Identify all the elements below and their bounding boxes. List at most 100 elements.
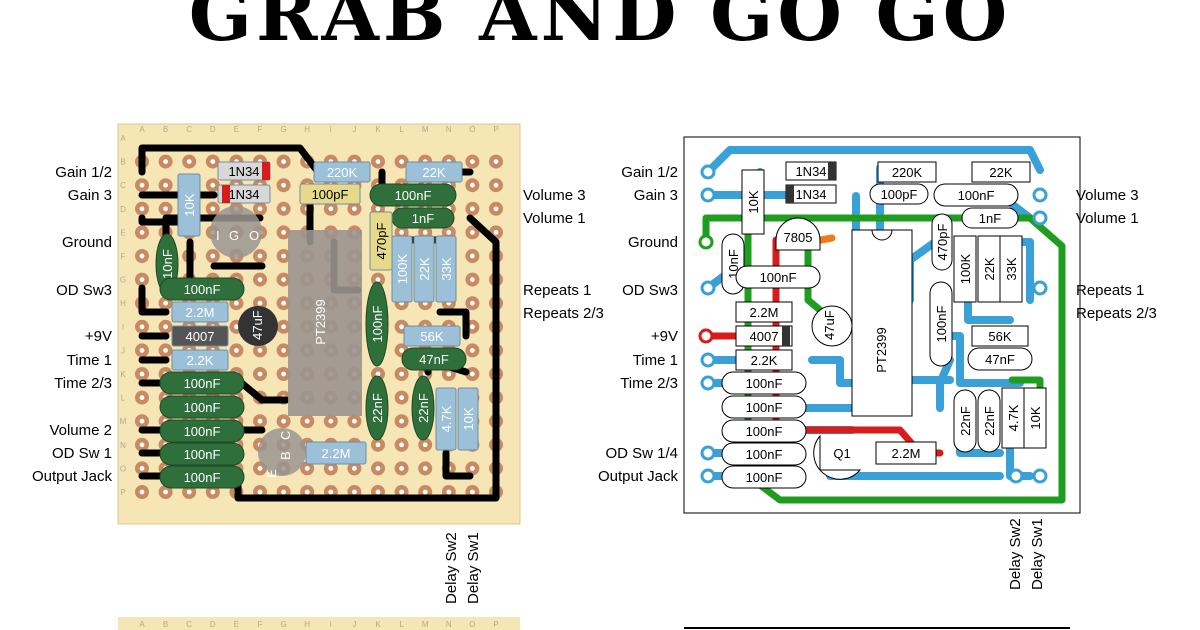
pad-hole (257, 277, 263, 282)
left-res-10k-a (177, 173, 201, 237)
col-letter: P (493, 125, 498, 134)
left-ic-label: PT2399 (313, 299, 328, 345)
right-res-33k-label: 33K (1004, 257, 1019, 280)
pad-hole (257, 253, 263, 259)
col-letter: O (469, 125, 475, 134)
right-cap-22nf-b (977, 389, 1001, 453)
left-res-10k-a-label: 10K (182, 193, 197, 216)
left-diode-1n34-b-label: 1N34 (228, 187, 259, 202)
pad-hole (139, 182, 145, 188)
right-transistor-label: Q1 (833, 446, 850, 461)
pad-hole (375, 371, 381, 377)
left-wire-label: Time 1 (67, 352, 112, 369)
pad-hole (328, 466, 334, 471)
diode-band (782, 326, 790, 346)
pad-hole (257, 489, 263, 495)
pad-hole (493, 230, 499, 235)
left-res-100k (391, 235, 413, 303)
left-res-4k7-label: 4.7K (439, 405, 454, 432)
right-cap-100nf-a (735, 265, 821, 289)
pad (1032, 280, 1048, 296)
right-cap-47uf-label: 47uF (822, 310, 837, 340)
left-regulator-7805 (210, 206, 262, 258)
left-cap-100nf-e (159, 442, 245, 466)
right-res-22k-label: 22K (989, 165, 1012, 180)
right-res-10k-a-label: 10K (746, 190, 761, 213)
left-cap-100nf-a-label: 100nF (184, 282, 221, 297)
pad-hole (281, 253, 286, 259)
left-cap-47uf-label: 47uF (250, 310, 265, 340)
regulator-pin-i: I (216, 228, 220, 243)
right-res-56k-label: 56K (988, 329, 1011, 344)
pad-hole (210, 253, 216, 259)
pad-hole (375, 206, 381, 212)
right-cap-100pf (869, 183, 929, 205)
right-res-100k (953, 235, 977, 303)
left-wire-label: Ground (62, 234, 112, 251)
pad-hole (399, 371, 404, 377)
left-wire-label: Output Jack (32, 468, 113, 485)
right-cap-470pf-label: 470pF (935, 224, 950, 261)
left-res-56k-label: 56K (420, 329, 443, 344)
left-wire-label: +9V (651, 328, 678, 345)
pad-hole (422, 230, 428, 235)
right-cap-47nf-label: 47nF (985, 352, 1015, 367)
pad-hole (139, 395, 145, 400)
left-res-56k (403, 325, 461, 347)
right-cap-47uf (811, 305, 853, 347)
col-letter: J (352, 125, 356, 134)
right-wire-label: Volume 3 (523, 187, 586, 204)
pad-hole (399, 348, 404, 353)
left-wire-label: +9V (85, 328, 112, 345)
left-wire-label: OD Sw3 (56, 282, 112, 299)
col-letter: H (304, 125, 310, 134)
pad-hole (281, 371, 286, 377)
right-cap-100nf-f-label: 100nF (746, 470, 783, 485)
left-wire-label: Gain 3 (68, 187, 112, 204)
col-letter: G (280, 620, 286, 629)
left-cap-22nf-b (411, 375, 435, 441)
left-res-10k-b-label: 10K (461, 407, 476, 430)
pad-hole (139, 206, 145, 212)
pad-hole (375, 442, 381, 448)
pad (700, 468, 716, 484)
right-diode-1n34-b-label: 1N34 (795, 187, 826, 202)
left-cap-100nf-b-label: 100nF (184, 376, 221, 391)
right-ic-notch (871, 229, 893, 241)
left-cap-100nf-c (159, 395, 245, 419)
col-letter: E (234, 125, 239, 134)
right-cap-100nf-v (929, 281, 953, 367)
pad-hole (163, 348, 169, 353)
pad (1008, 468, 1024, 484)
right-wire-label: Repeats 1 (1076, 282, 1144, 299)
page-title: GRAB AND GO GO (188, 0, 1012, 58)
diode-band (222, 185, 230, 203)
pad-hole (304, 418, 310, 424)
diode-band (786, 185, 794, 203)
left-res-22k-v (413, 235, 435, 303)
transistor-pin-c: C (278, 431, 293, 440)
pad-hole (281, 324, 286, 330)
pad-hole (375, 277, 381, 282)
left-res-22k-v-label: 22K (417, 257, 432, 280)
pad-hole (257, 418, 263, 424)
left-transistor-q1 (258, 428, 306, 476)
right-cap-100nf-e (721, 442, 807, 466)
left-wire-label: Gain 1/2 (55, 164, 112, 181)
pad-hole (446, 371, 452, 377)
row-letter: C (120, 181, 126, 190)
pad-hole (281, 182, 286, 188)
right-transistor-q1 (813, 434, 862, 480)
left-res-2m2-a (171, 301, 229, 323)
left-res-10k-b (457, 387, 479, 451)
pad-hole (139, 466, 145, 471)
right-regulator-7805 (775, 217, 821, 251)
pad-hole (281, 206, 286, 212)
col-letter: D (210, 125, 216, 134)
pad-hole (470, 277, 475, 282)
left-wire-label: Gain 1/2 (621, 164, 678, 181)
pad-hole (234, 300, 239, 306)
left-cap-47nf-label: 47nF (419, 352, 449, 367)
col-letter: O (469, 620, 475, 629)
